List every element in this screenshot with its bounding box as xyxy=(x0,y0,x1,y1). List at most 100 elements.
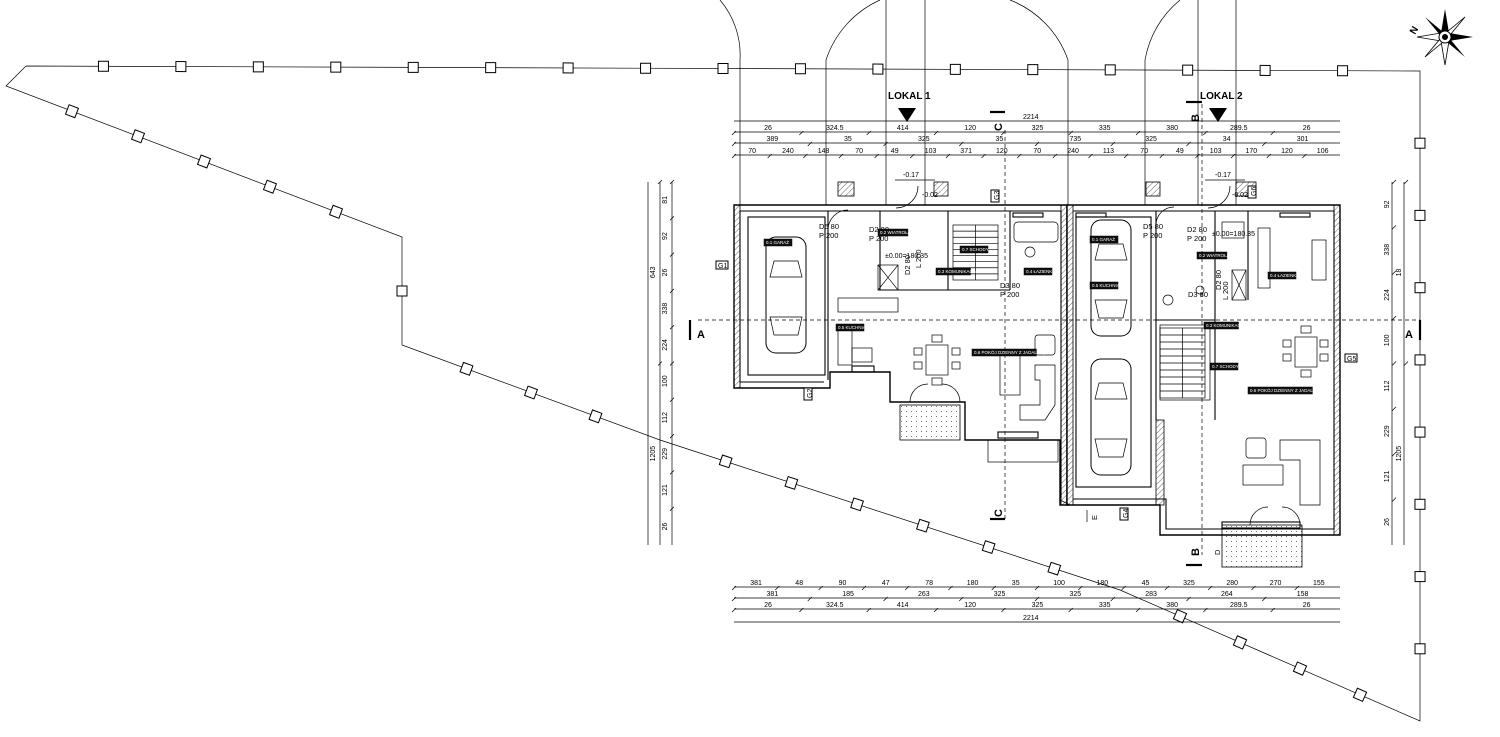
dimension-value: 70 xyxy=(1140,148,1148,155)
window-icon xyxy=(1221,521,1301,529)
boundary-marker xyxy=(784,475,799,490)
kitchen-counter-icon xyxy=(1257,227,1271,289)
dimension-value: 112 xyxy=(662,412,669,423)
svg-text:-0.02: -0.02 xyxy=(922,192,938,199)
door-label: D5 80 xyxy=(819,222,839,231)
svg-text:-0.17: -0.17 xyxy=(1215,172,1231,179)
room-tag: 0.3 KOMUNIKACJA xyxy=(935,267,978,276)
window-icon xyxy=(997,431,1039,439)
dimension-value: 26 xyxy=(764,125,772,132)
window-icon xyxy=(1075,212,1107,218)
closet-icon xyxy=(1231,269,1247,301)
boundary-marker xyxy=(562,62,574,74)
room-name: 0.5 KUCHNIA xyxy=(838,325,866,330)
sink-icon xyxy=(851,347,873,363)
dimension-value: 224 xyxy=(662,339,669,351)
dimension-value: 100 xyxy=(662,375,669,387)
room-tag: 0.7 SCHODY xyxy=(959,245,989,254)
dimension-value: 106 xyxy=(1317,148,1329,155)
boundary-marker xyxy=(1232,635,1248,650)
door-label: D2 80 xyxy=(903,255,912,275)
room-name: 0.3 KOMUNIKACJA xyxy=(1206,323,1246,328)
car-icon xyxy=(1090,219,1132,337)
dimension-value: 380 xyxy=(1166,125,1178,132)
dimension-value: 103 xyxy=(925,148,937,155)
tag-g3: G3 xyxy=(990,189,1001,203)
dimension-value: 381 xyxy=(767,591,779,598)
boundary-marker xyxy=(1292,661,1308,676)
dimension-value: 18 xyxy=(1396,269,1403,277)
svg-text:G3: G3 xyxy=(994,191,1001,200)
room-tag: 0.2 WIATROŁAP xyxy=(877,228,914,237)
dimension-value: 49 xyxy=(891,148,899,155)
dimension-value: 148 xyxy=(818,148,830,155)
dimension-value: 301 xyxy=(1297,136,1309,143)
dimension-value: 335 xyxy=(1099,125,1111,132)
door-label: P 200 xyxy=(1187,234,1206,243)
dimension-value: 26 xyxy=(1303,125,1311,132)
dimension-value: 325 xyxy=(1070,591,1082,598)
dimension-value: 180 xyxy=(1097,580,1109,587)
dimension-value: 224 xyxy=(1384,289,1391,301)
dimension-value: 35 xyxy=(1012,580,1020,587)
dimension-value: 1205 xyxy=(1396,446,1403,462)
compass-north-letter: N xyxy=(1408,25,1421,37)
dimension-value: 264 xyxy=(1221,591,1233,598)
boundary-marker xyxy=(872,63,884,75)
sofa-icon xyxy=(1019,364,1056,421)
unit-labels: LOKAL 1 LOKAL 2 xyxy=(888,91,1243,122)
boundary-marker xyxy=(1414,209,1426,221)
boundary-marker xyxy=(175,61,187,73)
svg-text:-0.02: -0.02 xyxy=(1232,192,1248,199)
boundary-marker xyxy=(640,62,652,74)
dimension-value: 380 xyxy=(1166,602,1178,609)
dimension-value: 335 xyxy=(1099,602,1111,609)
dimension-value: 289.5 xyxy=(1230,602,1248,609)
dimension-value: 170 xyxy=(1246,148,1258,155)
driveway-arcs xyxy=(719,0,1237,205)
dimension-value: 229 xyxy=(662,448,669,460)
dimension-value: 26 xyxy=(1303,602,1311,609)
svg-text:G2: G2 xyxy=(807,389,814,398)
bathtub-icon xyxy=(1221,221,1245,239)
boundary-marker xyxy=(1352,687,1368,703)
tag-g1: G1 xyxy=(715,260,729,270)
dimension-value: 643 xyxy=(650,266,657,278)
svg-text:G6: G6 xyxy=(1251,187,1258,196)
armchair-icon xyxy=(1245,437,1267,459)
dimension-value: 158 xyxy=(1297,591,1309,598)
section-c-bottom: C xyxy=(993,509,1005,517)
dimension-value: 270 xyxy=(1270,580,1282,587)
boundary-marker xyxy=(196,154,212,169)
dimension-value: 371 xyxy=(960,148,972,155)
room-name: 0.1 GARAŻ xyxy=(1092,236,1115,242)
garage-cars xyxy=(765,219,1132,476)
boundary-marker xyxy=(97,60,109,72)
door-label: P 200 xyxy=(1143,231,1162,240)
boundary-marker xyxy=(981,540,996,555)
room-name: 0.2 WIATROŁAP xyxy=(880,230,914,235)
section-b-bottom: B xyxy=(1190,548,1202,556)
section-c-top: C xyxy=(993,123,1005,131)
boundary-marker xyxy=(588,409,603,424)
dimension-value: 414 xyxy=(897,125,909,132)
dimension-value: 92 xyxy=(1384,200,1391,208)
dimension-value: 180 xyxy=(967,580,979,587)
room-tag: 0.7 SCHODY xyxy=(1209,362,1239,371)
dimension-value: 70 xyxy=(855,148,863,155)
svg-text:±0.00=180.35: ±0.00=180.35 xyxy=(885,253,928,260)
section-b-top: B xyxy=(1190,114,1202,122)
boundary-marker xyxy=(1414,354,1426,366)
dimension-value: 120 xyxy=(964,125,976,132)
dimension-value: 120 xyxy=(964,602,976,609)
svg-text:-0.17: -0.17 xyxy=(903,172,919,179)
dimension-value: 120 xyxy=(996,148,1008,155)
closet-icon xyxy=(877,264,899,291)
room-name: 0.3 KOMUNIKACJA xyxy=(938,269,978,274)
dimension-value: 325 xyxy=(1183,580,1195,587)
room-tag: 0.1 GARAŻ xyxy=(763,238,793,247)
dimension-value: 103 xyxy=(1210,148,1222,155)
dimension-value: 240 xyxy=(1067,148,1079,155)
lokal-1-label: LOKAL 1 xyxy=(888,91,931,102)
